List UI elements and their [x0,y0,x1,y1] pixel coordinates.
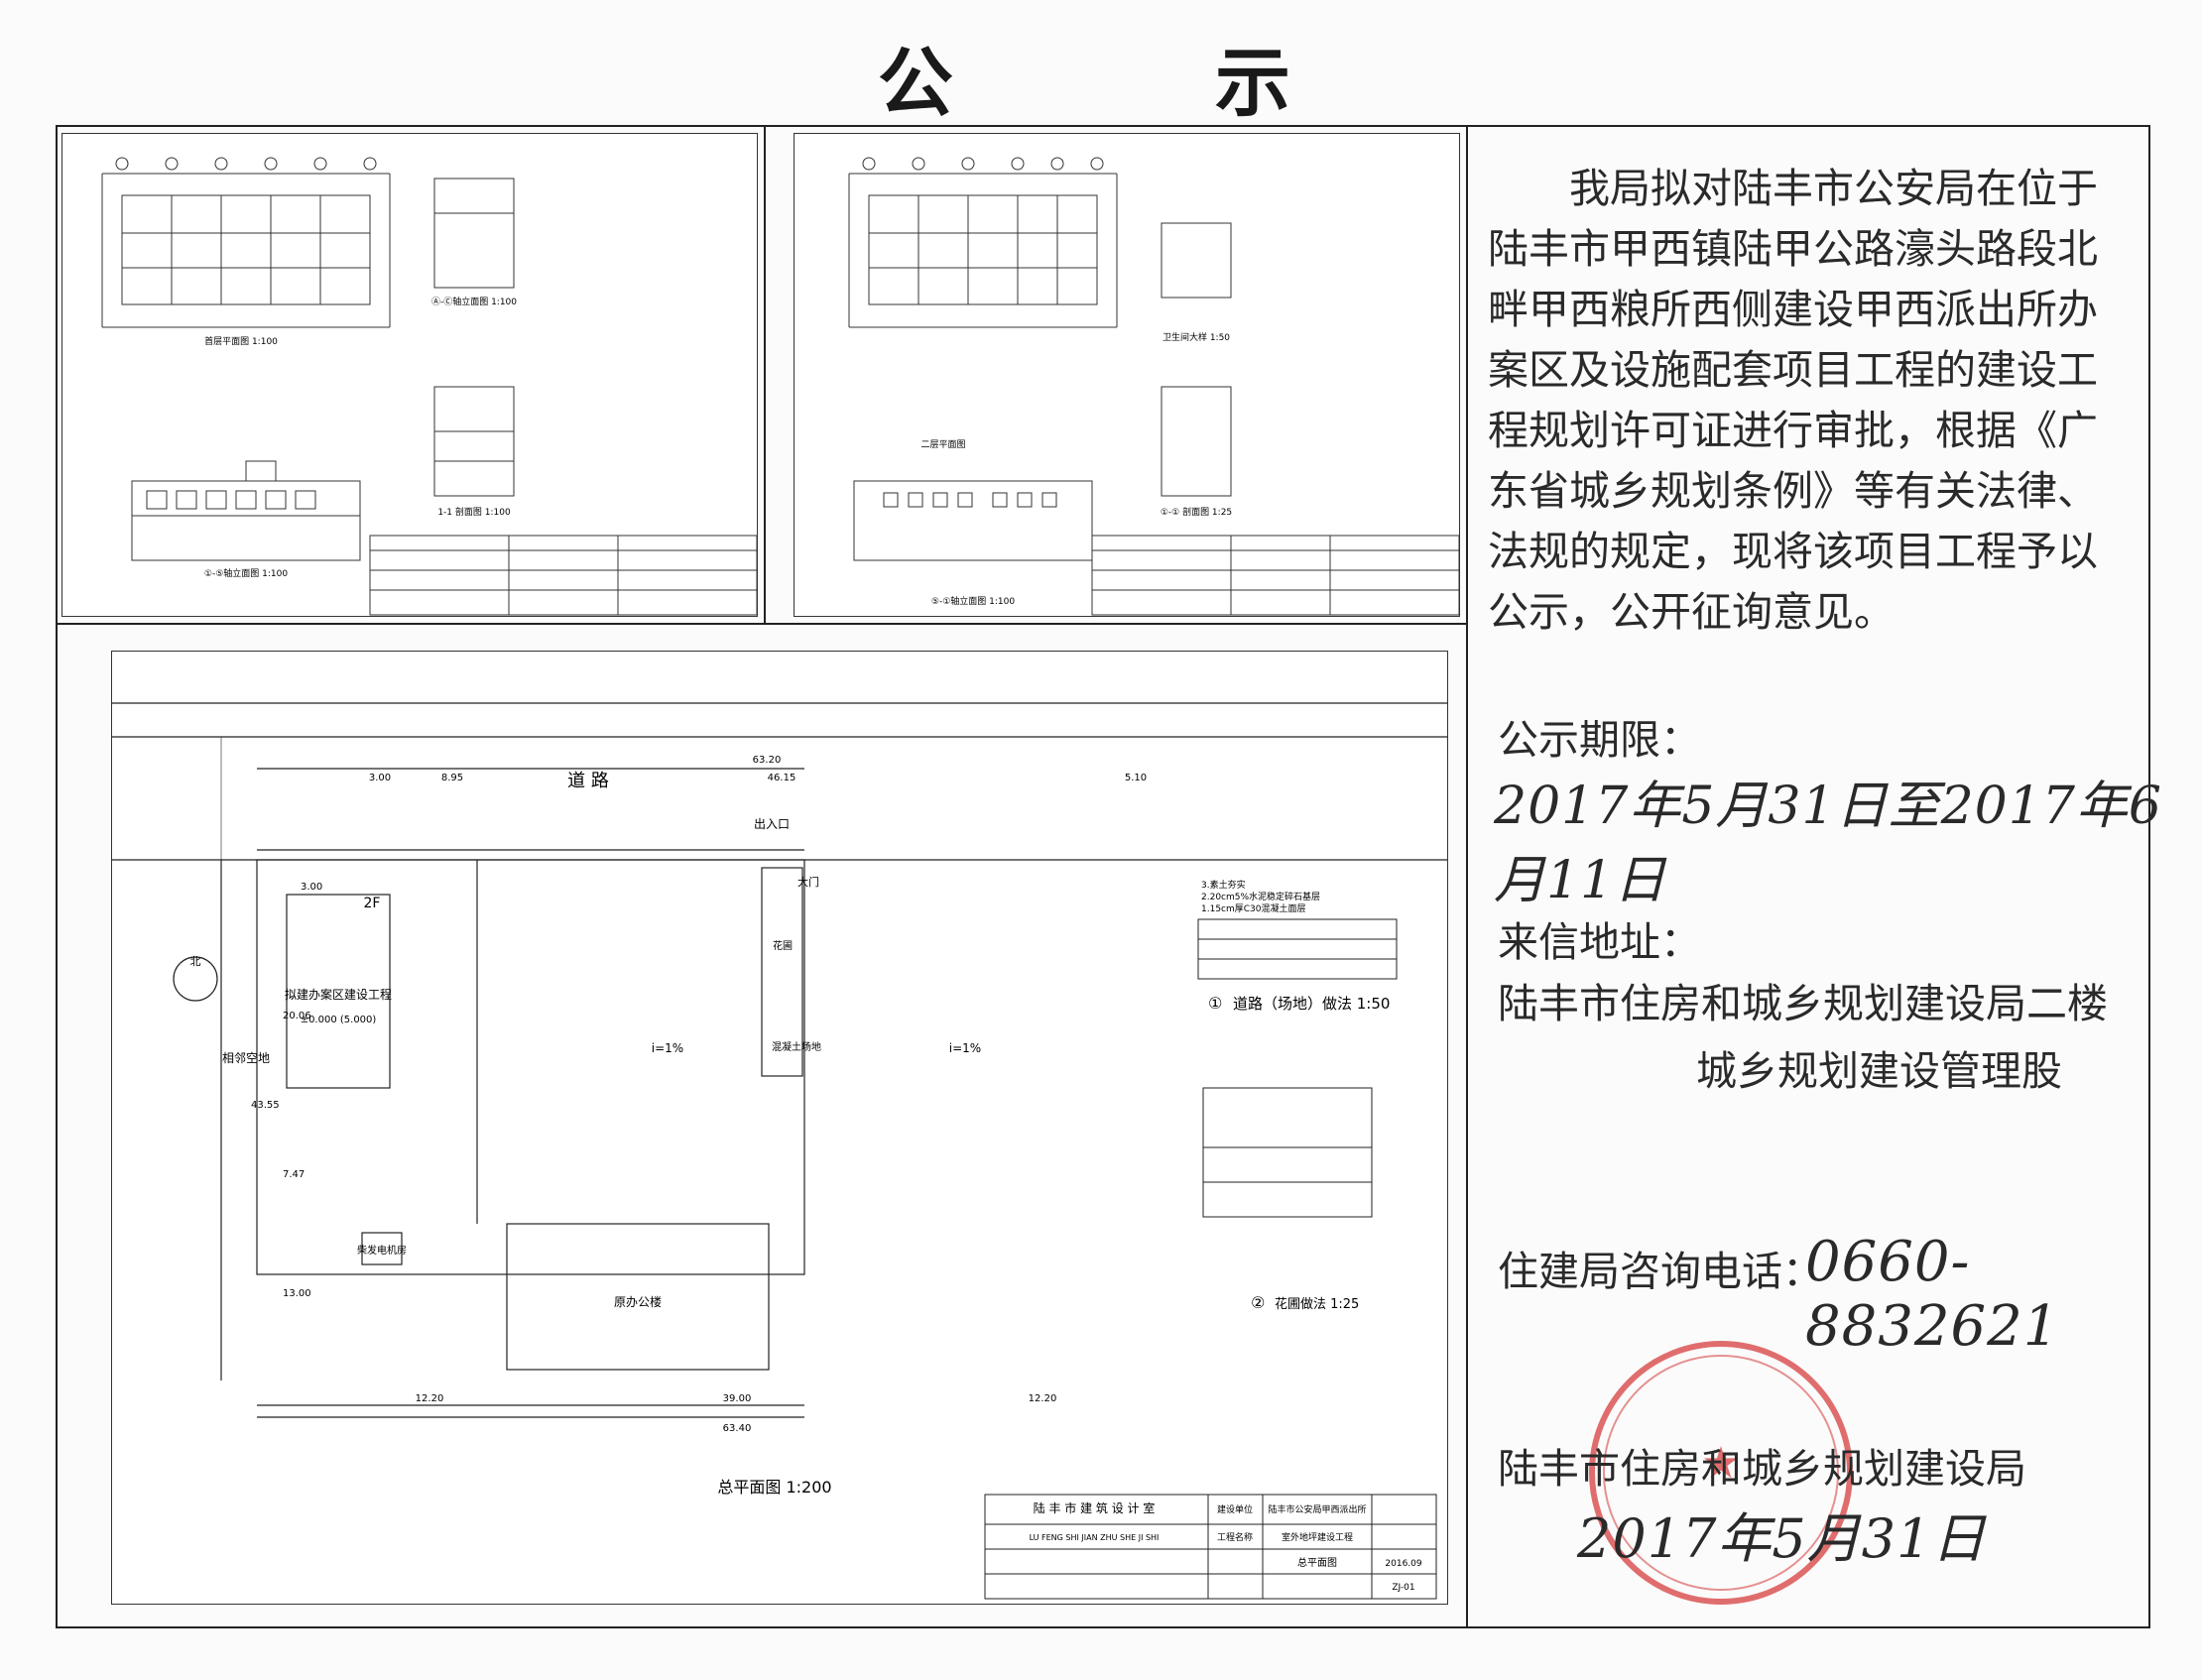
dim-left-2: 20.06 [283,1011,311,1021]
dim-top-total: 63.20 [753,755,782,766]
title-block-project-label: 工程名称 [1217,1531,1253,1543]
notice-title: 公 示 [0,22,2202,127]
neighbor-land-label: 相邻空地 [222,1051,270,1065]
title-block-firm-pinyin: LU FENG SHI JIAN ZHU SHE JI SHI [1030,1533,1160,1542]
detail-b-caption: ①-① 剖面图 1:25 [1161,506,1232,518]
notice-body-text: 我局拟对陆丰市公安局在位于陆丰市甲西镇陆甲公路濠头路段北畔甲西粮所西侧建设甲西派… [1488,165,2098,636]
title-block-client-label: 建设单位 [1217,1503,1253,1515]
detail-2-number: ② [1251,1293,1265,1312]
title-block-drawing-no: ZJ-01 [1392,1583,1414,1593]
site-plan-title: 总平面图 1:200 [717,1478,831,1497]
dim-bottom-2: 39.00 [723,1393,752,1404]
gate-label: 大门 [797,875,819,889]
period-value: 2017年5月31日至2017年6月11日 [1494,777,2163,910]
detail-1-caption: 道路（场地）做法 1:50 [1233,995,1390,1013]
divider-horizontal [56,623,1468,625]
dim-top-1: 3.00 [369,773,391,783]
notice-body: 我局拟对陆丰市公安局在位于陆丰市甲西镇陆甲公路濠头路段北畔甲西粮所西侧建设甲西派… [1488,159,2123,643]
site-plan-sheet: 道 路 出入口 大门 拟建办案区建设工程 2F ±0.000 (5.000) 原… [111,651,1448,1605]
dim-top-4: 5.10 [1125,773,1147,783]
dim-top-2: 8.95 [441,773,463,783]
title-char-right: 示 [1215,39,1290,127]
address-line-2: 城乡规划建设管理股 [1696,1047,2062,1095]
address-label: 来信地址： [1498,918,1701,966]
title-block-date: 2016.09 [1385,1559,1421,1569]
detail-note-2: 2.20cm5%水泥稳定碎石基层 [1201,891,1320,902]
dim-left-4: 7.47 [283,1169,305,1180]
generator-room-label: 柴发电机房 [357,1244,407,1257]
issuer: 陆丰市住房和城乡规划建设局 [1498,1445,2026,1493]
detail-note-1: 1.15cm厚C30混凝土面层 [1201,902,1306,914]
dim-left-5: 13.00 [283,1288,311,1299]
dim-bottom-3: 12.20 [1029,1393,1057,1404]
dim-bottom-total: 63.40 [723,1423,752,1434]
new-building-level: ±0.000 (5.000) [301,1015,377,1025]
slope-label-2: i=1% [949,1041,981,1055]
old-building-label: 原办公楼 [614,1294,662,1309]
elevation-1-caption: ①-⑤轴立面图 1:100 [204,567,288,579]
dim-left-3: 43.55 [251,1100,280,1111]
detail-1-number: ① [1208,994,1222,1013]
drawing-sheet-1: 首层平面图 1:100 ①-⑤轴立面图 1:100 Ⓐ-Ⓒ轴立面图 1:100 … [61,133,758,617]
concrete-yard-label: 混凝土场地 [772,1040,821,1053]
detail-a-caption: 卫生间大样 1:50 [1162,331,1230,343]
issue-date: 2017年5月31日 [1577,1507,1987,1570]
period-label: 公示期限： [1498,716,1701,764]
title-char-left: 公 [878,39,953,127]
detail-note-3: 3.素土夯实 [1201,879,1246,891]
detail-2-caption: 花圃做法 1:25 [1275,1296,1359,1312]
svg-text:★: ★ [1701,1438,1740,1489]
address-line-1: 陆丰市住房和城乡规划建设局二楼 [1498,980,2108,1027]
elevation-2-caption: ⑤-①轴立面图 1:100 [931,595,1015,607]
phone-label: 住建局咨询电话： [1498,1248,1823,1295]
title-block-client: 陆丰市公安局甲西派出所 [1268,1503,1366,1515]
official-seal: ★ [1589,1341,1853,1605]
title-block-drawing: 总平面图 [1297,1556,1337,1569]
phone-value: 0660-8832621 [1805,1230,2060,1359]
dim-bottom-1: 12.20 [416,1393,444,1404]
dim-top-3: 46.15 [768,773,796,783]
notice-frame [56,125,2150,1628]
entrance-label: 出入口 [754,817,790,831]
drawing-sheet-2: 二层平面图 ⑤-①轴立面图 1:100 卫生间大样 1:50 ①-① 剖面图 1… [794,133,1460,617]
side-elevation-caption: Ⓐ-Ⓒ轴立面图 1:100 [431,296,517,307]
plan-2-caption: 二层平面图 [920,439,965,450]
title-block-project: 室外地坪建设工程 [1282,1531,1353,1543]
slope-label-1: i=1% [652,1041,683,1055]
divider-mid [764,125,766,625]
new-building-label: 拟建办案区建设工程 [285,987,392,1002]
road-label: 道 路 [567,771,609,791]
title-block-firm: 陆 丰 市 建 筑 设 计 室 [1034,1500,1156,1515]
divider-vertical [1466,125,1468,1626]
plan-1-caption: 首层平面图 1:100 [204,335,278,347]
new-building-floors: 2F [364,896,381,911]
section-caption: 1-1 剖面图 1:100 [437,506,511,518]
north-label: 北 [190,955,201,968]
dim-left-1: 3.00 [301,882,322,893]
flower-bed-label: 花圃 [773,939,793,952]
